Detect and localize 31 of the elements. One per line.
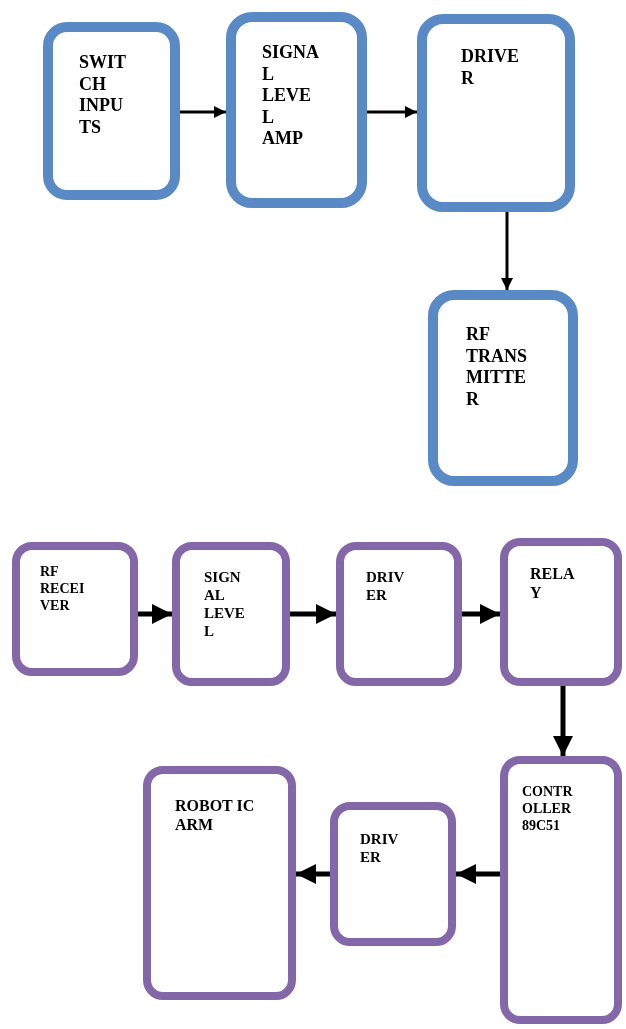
- block-label: RF RECEI VER: [40, 564, 85, 615]
- arrow: [296, 864, 330, 884]
- arrow: [456, 864, 500, 884]
- block-label: DRIV ER: [360, 830, 399, 866]
- block-label: RELA Y: [530, 564, 574, 603]
- block-label: SIGNA L LEVE L AMP: [262, 42, 319, 150]
- arrow: [367, 106, 417, 118]
- block-box: [500, 538, 622, 686]
- block-label: SIGN AL LEVE L: [204, 568, 245, 640]
- block-label: CONTR OLLER 89C51: [522, 784, 573, 835]
- arrow: [501, 212, 513, 290]
- arrow: [553, 686, 573, 756]
- block-box: [330, 802, 456, 946]
- arrow: [180, 106, 226, 118]
- block-box: [500, 756, 622, 1024]
- block-label: DRIV ER: [366, 568, 405, 604]
- block-box: [143, 766, 296, 1000]
- block-box: [172, 542, 290, 686]
- block-box: [428, 290, 578, 486]
- block-box: [43, 22, 180, 200]
- block-box: [226, 12, 367, 208]
- block-label: DRIVE R: [461, 46, 519, 90]
- block-box: [12, 542, 138, 676]
- arrow: [290, 604, 336, 624]
- arrow: [138, 604, 172, 624]
- block-label: ROBOT IC ARM: [175, 796, 255, 835]
- block-box: [417, 14, 575, 212]
- block-box: [336, 542, 462, 686]
- block-label: RF TRANS MITTE R: [466, 324, 527, 411]
- block-label: SWIT CH INPU TS: [79, 52, 126, 139]
- arrow: [462, 604, 500, 624]
